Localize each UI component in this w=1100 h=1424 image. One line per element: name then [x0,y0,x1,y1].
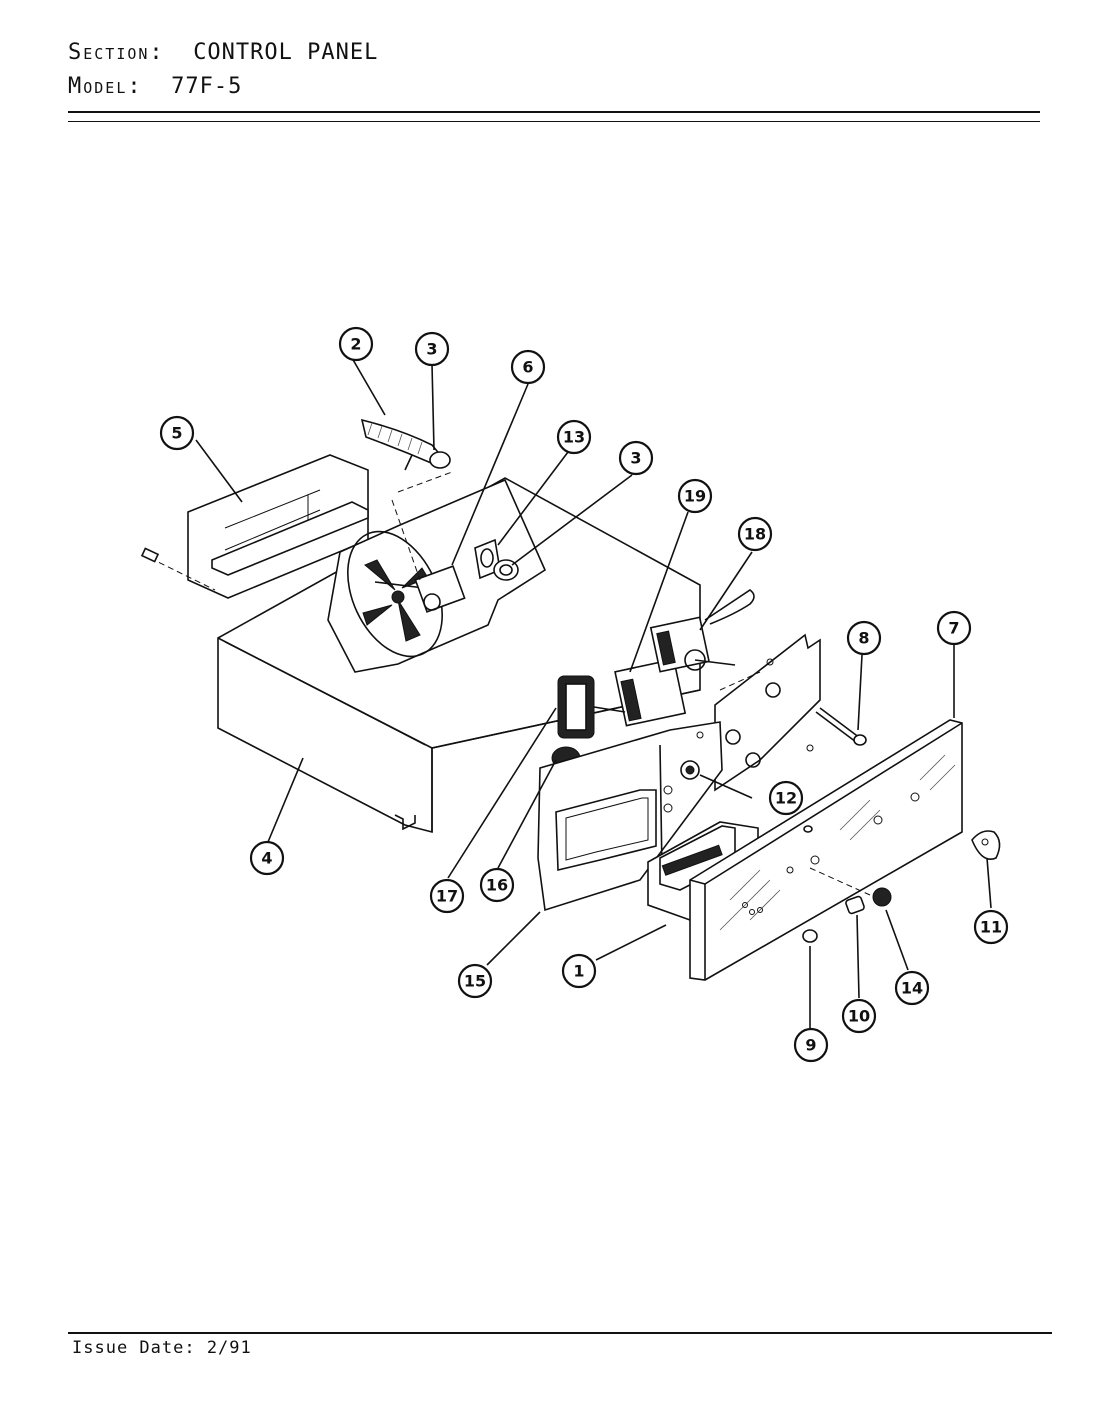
section-value: CONTROL PANEL [193,40,379,65]
callout-8: 8 [846,620,882,656]
section-heading: Section: CONTROL PANEL [68,40,378,65]
knob-icon [872,887,892,907]
thermostat-bulb [360,418,451,471]
callout-18: 18 [737,516,773,552]
header-rule [68,111,1040,113]
model-heading: Model: 77F-5 [68,74,242,99]
svg-text:3: 3 [426,340,437,359]
footer-rule [68,1332,1052,1334]
screw-icon [815,707,867,746]
issue-date: Issue Date: 2/91 [72,1338,252,1358]
button-icon [802,929,818,943]
svg-text:5: 5 [171,424,182,443]
callout-3: 3 [414,331,450,367]
housing-box [217,477,701,834]
callout-19: 19 [677,478,713,514]
callout-12: 12 [768,780,804,816]
svg-text:1: 1 [573,962,584,981]
svg-text:13: 13 [563,428,585,447]
callout-9: 9 [793,1027,829,1063]
knob-shaft-icon [845,895,865,915]
model-value: 77F-5 [171,74,243,99]
svg-text:6: 6 [522,358,533,377]
callout-17: 17 [429,878,465,914]
svg-text:4: 4 [261,849,272,868]
callout-6: 6 [510,349,546,385]
callout-5: 5 [159,415,195,451]
svg-text:8: 8 [858,629,869,648]
callout-16: 16 [479,867,515,903]
svg-text:17: 17 [436,887,458,906]
svg-text:18: 18 [744,525,766,544]
leader-lines [195,357,992,1028]
callout-13: 13 [556,419,592,455]
callout-7: 7 [936,610,972,646]
control-panel-frame [537,721,814,912]
callout-1: 1 [561,953,597,989]
model-label: Model: [68,74,143,99]
glass-front-panel [689,719,963,981]
svg-text:9: 9 [805,1036,816,1055]
section-label: Section: [68,40,165,65]
svg-text:12: 12 [775,789,797,808]
svg-text:15: 15 [464,972,486,991]
callout-4: 4 [249,840,285,876]
callout-10: 10 [841,998,877,1034]
screw-icon [140,547,160,563]
callout-2: 2 [338,326,374,362]
callout-14: 14 [894,970,930,1006]
svg-text:16: 16 [486,876,508,895]
svg-text:7: 7 [948,619,959,638]
header-rule-thin [68,121,1040,122]
svg-text:11: 11 [980,918,1002,937]
callout-3-grommet: 3 [618,440,654,476]
electronic-clock-module [647,821,759,921]
control-bracket [714,633,821,792]
svg-text:10: 10 [848,1007,870,1026]
knob-cap-icon [971,830,1001,860]
svg-text:19: 19 [684,487,706,506]
callout-11: 11 [973,909,1009,945]
gasket-and-grommet [474,538,519,581]
hardware-parts [802,707,1001,943]
svg-text:14: 14 [901,979,923,998]
svg-text:2: 2 [350,335,361,354]
svg-text:3: 3 [630,449,641,468]
fan-motor-assembly [327,471,547,673]
timer-module [614,589,755,727]
screw-icon [803,825,813,833]
callout-15: 15 [457,963,493,999]
